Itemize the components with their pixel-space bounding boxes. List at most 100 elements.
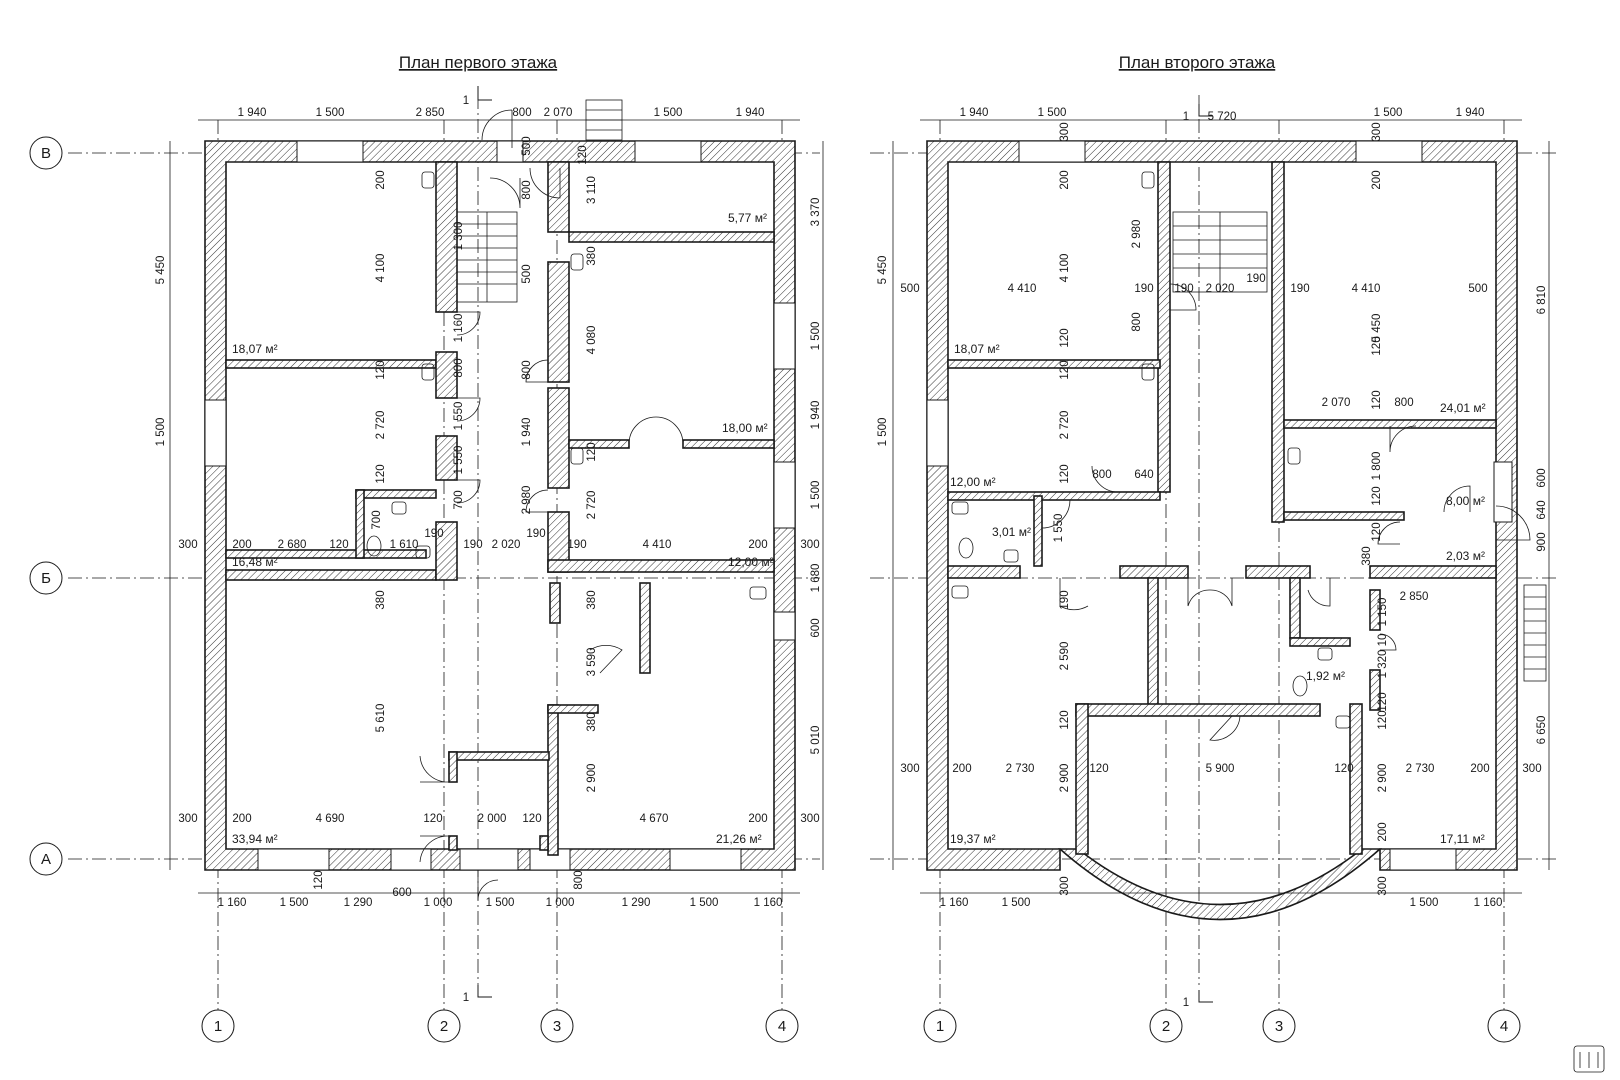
svg-text:3 590: 3 590 xyxy=(586,648,598,677)
bottom-dimensions: 1 160 1 500 1 290 600 1 000 1 500 1 000 … xyxy=(218,887,783,909)
exterior-walls xyxy=(204,140,796,871)
svg-text:1 940: 1 940 xyxy=(810,401,822,430)
svg-text:2 720: 2 720 xyxy=(375,411,387,440)
svg-text:3 110: 3 110 xyxy=(586,176,598,204)
doors xyxy=(419,109,684,901)
svg-text:500: 500 xyxy=(1468,283,1487,295)
svg-text:190: 190 xyxy=(1059,590,1071,609)
svg-text:1 940: 1 940 xyxy=(521,418,533,447)
svg-text:1 000: 1 000 xyxy=(424,897,453,909)
svg-text:4 410: 4 410 xyxy=(1352,283,1381,295)
svg-text:6 650: 6 650 xyxy=(1536,716,1548,745)
axis-marker-col-3: 3 xyxy=(1262,1009,1296,1043)
room-areas: 18,07 м² 24,01 м² 12,00 м² 8,00 м² 3,01 … xyxy=(950,342,1486,846)
svg-text:2 000: 2 000 xyxy=(478,813,507,825)
svg-text:200: 200 xyxy=(375,170,387,189)
room-area: 18,00 м² xyxy=(722,421,768,435)
room-area: 24,01 м² xyxy=(1440,401,1486,415)
svg-text:120: 120 xyxy=(1089,763,1108,775)
svg-text:1 500: 1 500 xyxy=(690,897,719,909)
svg-text:1 160: 1 160 xyxy=(940,897,969,909)
axis-marker-col-2: 2 xyxy=(1149,1009,1183,1043)
axis-marker-row-b: Б xyxy=(29,561,63,595)
svg-text:190: 190 xyxy=(526,528,545,540)
svg-text:1 940: 1 940 xyxy=(238,107,267,119)
svg-text:2 590: 2 590 xyxy=(1059,642,1071,671)
svg-text:4: 4 xyxy=(1500,1018,1508,1035)
svg-text:1 500: 1 500 xyxy=(1002,897,1031,909)
axis-marker-col-3: 3 xyxy=(540,1009,574,1043)
svg-text:190: 190 xyxy=(1174,283,1193,295)
svg-text:2 070: 2 070 xyxy=(1322,397,1351,409)
svg-text:800: 800 xyxy=(1394,397,1413,409)
svg-text:120: 120 xyxy=(1059,464,1071,483)
svg-text:300: 300 xyxy=(178,539,197,551)
svg-text:2 720: 2 720 xyxy=(586,491,598,520)
svg-text:1 500: 1 500 xyxy=(280,897,309,909)
svg-text:2 020: 2 020 xyxy=(1206,283,1235,295)
svg-text:600: 600 xyxy=(392,887,411,899)
svg-text:1 500: 1 500 xyxy=(1374,107,1403,119)
svg-text:1 160: 1 160 xyxy=(754,897,783,909)
svg-text:120: 120 xyxy=(522,813,541,825)
room-areas: 18,07 м² 5,77 м² 18,00 м² 16,48 м² 12,00… xyxy=(232,211,774,846)
svg-text:120: 120 xyxy=(1059,360,1071,379)
svg-text:1 290: 1 290 xyxy=(344,897,373,909)
room-area: 12,00 м² xyxy=(950,475,996,489)
svg-text:4 100: 4 100 xyxy=(1059,254,1071,283)
svg-text:600: 600 xyxy=(1536,468,1548,487)
svg-text:1 150: 1 150 xyxy=(1377,598,1389,627)
svg-text:1 500: 1 500 xyxy=(1038,107,1067,119)
svg-text:380: 380 xyxy=(586,246,598,265)
svg-text:800: 800 xyxy=(512,107,531,119)
svg-text:120: 120 xyxy=(1334,763,1353,775)
sink-fixtures xyxy=(366,171,767,600)
svg-text:900: 900 xyxy=(1536,532,1548,551)
svg-text:6 810: 6 810 xyxy=(1536,286,1548,315)
logo-icon xyxy=(1573,1045,1605,1073)
svg-text:1 160: 1 160 xyxy=(1474,897,1503,909)
svg-text:4: 4 xyxy=(778,1018,786,1035)
svg-text:2: 2 xyxy=(440,1018,448,1035)
interior-walls xyxy=(225,161,775,856)
svg-text:2 680: 2 680 xyxy=(278,539,307,551)
svg-text:1 940: 1 940 xyxy=(736,107,765,119)
svg-text:2 850: 2 850 xyxy=(416,107,445,119)
svg-text:120: 120 xyxy=(1059,328,1071,347)
svg-text:800: 800 xyxy=(573,870,585,889)
svg-text:1: 1 xyxy=(463,992,469,1004)
svg-text:800: 800 xyxy=(521,360,533,379)
svg-text:380: 380 xyxy=(586,712,598,731)
room-area: 8,00 м² xyxy=(1446,494,1485,508)
svg-text:200: 200 xyxy=(1377,822,1389,841)
svg-text:190: 190 xyxy=(424,528,443,540)
svg-text:4 670: 4 670 xyxy=(640,813,669,825)
svg-text:1: 1 xyxy=(214,1018,222,1035)
plan-first-floor: План первого этажа В Б А 1 xyxy=(29,53,824,1043)
svg-text:2 850: 2 850 xyxy=(1400,591,1429,603)
exterior-walls xyxy=(926,140,1518,921)
svg-text:Б: Б xyxy=(41,570,51,587)
svg-text:2: 2 xyxy=(1162,1018,1170,1035)
plan-title: План первого этажа xyxy=(399,53,558,72)
svg-text:700: 700 xyxy=(371,510,383,529)
svg-text:200: 200 xyxy=(232,539,251,551)
svg-text:5 610: 5 610 xyxy=(375,704,387,733)
svg-text:380: 380 xyxy=(1361,546,1373,565)
room-area: 5,77 м² xyxy=(728,211,767,225)
svg-text:380: 380 xyxy=(586,590,598,609)
svg-text:120: 120 xyxy=(577,145,589,164)
room-area: 1,92 м² xyxy=(1306,669,1345,683)
svg-text:1 940: 1 940 xyxy=(960,107,989,119)
svg-text:5 900: 5 900 xyxy=(1206,763,1235,775)
svg-text:190: 190 xyxy=(1134,283,1153,295)
svg-text:5 450: 5 450 xyxy=(155,256,167,285)
axis-marker-col-4: 4 xyxy=(765,1009,799,1043)
room-area: 17,11 м² xyxy=(1440,832,1485,846)
svg-text:2 980: 2 980 xyxy=(1131,220,1143,249)
svg-text:1 000: 1 000 xyxy=(546,897,575,909)
svg-text:1 500: 1 500 xyxy=(810,481,822,510)
svg-text:380: 380 xyxy=(375,590,387,609)
plan-title: План второго этажа xyxy=(1119,53,1276,72)
svg-text:2 020: 2 020 xyxy=(492,539,521,551)
